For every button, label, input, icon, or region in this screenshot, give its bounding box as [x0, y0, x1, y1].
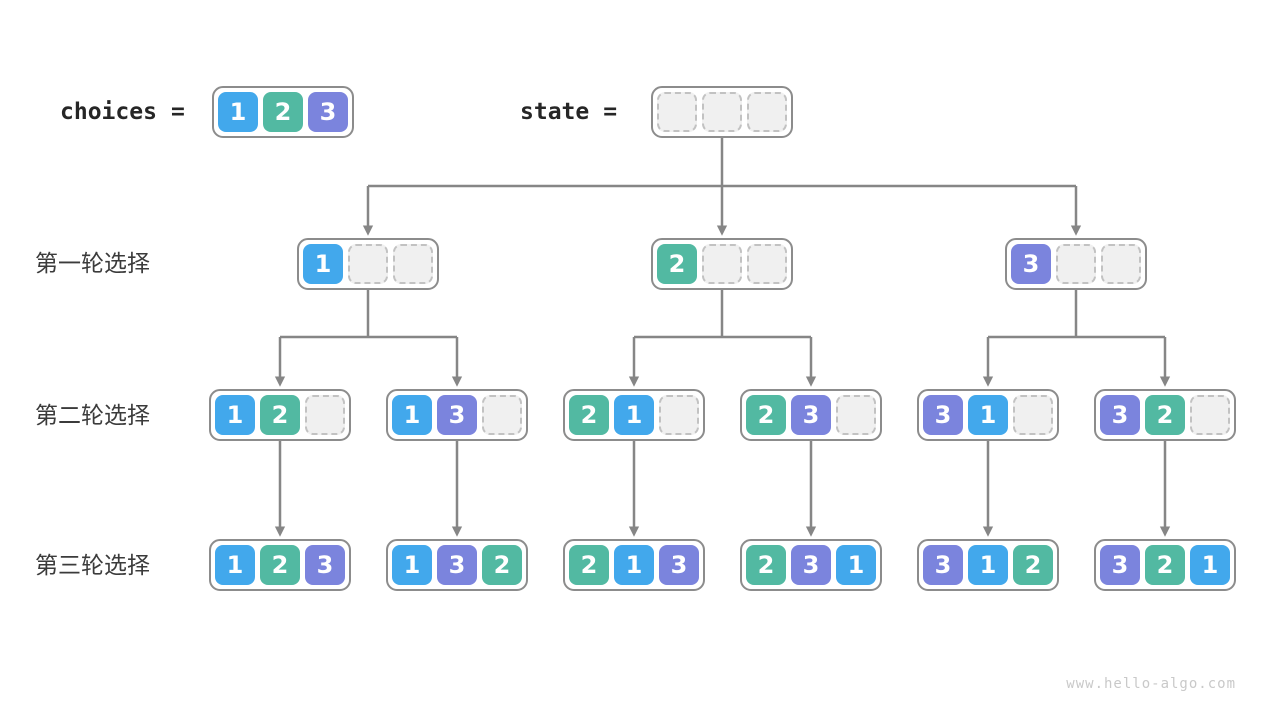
choice-cell-3: 3 — [437, 545, 477, 585]
choice-cell-1: 1 — [614, 395, 654, 435]
watermark: www.hello-algo.com — [1066, 676, 1236, 692]
choice-cell-3: 3 — [791, 545, 831, 585]
choice-cell-2: 2 — [657, 244, 697, 284]
round-1-label: 第一轮选择 — [35, 250, 150, 276]
choice-cell-3: 3 — [1100, 395, 1140, 435]
choice-cell-3: 3 — [305, 545, 345, 585]
empty-slot — [482, 395, 522, 435]
choice-cell-1: 1 — [215, 395, 255, 435]
state-array — [651, 86, 793, 138]
choice-cell-2: 2 — [569, 545, 609, 585]
state-label: state — [520, 99, 590, 125]
empty-slot — [348, 244, 388, 284]
choice-cell-3: 3 — [923, 545, 963, 585]
empty-slot — [657, 92, 697, 132]
choice-cell-1: 1 — [1190, 545, 1230, 585]
choice-cell-2: 2 — [1013, 545, 1053, 585]
choice-cell-3: 3 — [659, 545, 699, 585]
choice-cell-3: 3 — [308, 92, 348, 132]
choice-cell-2: 2 — [746, 395, 786, 435]
choice-cell-2: 2 — [1145, 395, 1185, 435]
choice-cell-2: 2 — [1145, 545, 1185, 585]
choice-cell-1: 1 — [392, 545, 432, 585]
empty-slot — [305, 395, 345, 435]
round-3-label: 第三轮选择 — [35, 552, 150, 578]
state-header: state = — [520, 86, 617, 138]
choice-cell-1: 1 — [392, 395, 432, 435]
empty-slot — [1101, 244, 1141, 284]
choice-cell-1: 1 — [303, 244, 343, 284]
choice-cell-3: 3 — [1100, 545, 1140, 585]
choice-cell-2: 2 — [260, 545, 300, 585]
choices-header: choices = — [60, 86, 185, 138]
empty-slot — [1013, 395, 1053, 435]
choice-cell-2: 2 — [746, 545, 786, 585]
choice-cell-3: 3 — [791, 395, 831, 435]
round1-state-2: 2 — [651, 238, 793, 290]
round1-state-1: 1 — [297, 238, 439, 290]
empty-slot — [1190, 395, 1230, 435]
empty-slot — [702, 244, 742, 284]
choice-cell-3: 3 — [1011, 244, 1051, 284]
choice-cell-3: 3 — [437, 395, 477, 435]
empty-slot — [393, 244, 433, 284]
round-2-label: 第二轮选择 — [35, 402, 150, 428]
empty-slot — [836, 395, 876, 435]
choice-cell-1: 1 — [218, 92, 258, 132]
choice-cell-2: 2 — [569, 395, 609, 435]
choice-cell-1: 1 — [968, 545, 1008, 585]
choice-cell-2: 2 — [482, 545, 522, 585]
choices-label: choices — [60, 99, 157, 125]
choices-equals-sign: = — [170, 99, 185, 125]
choice-cell-2: 2 — [260, 395, 300, 435]
choice-cell-3: 3 — [923, 395, 963, 435]
empty-slot — [1056, 244, 1096, 284]
state-equals-sign: = — [603, 99, 618, 125]
empty-slot — [702, 92, 742, 132]
choice-cell-1: 1 — [968, 395, 1008, 435]
choice-cell-2: 2 — [263, 92, 303, 132]
choice-cell-1: 1 — [215, 545, 255, 585]
choice-cell-1: 1 — [836, 545, 876, 585]
empty-slot — [747, 244, 787, 284]
choice-cell-1: 1 — [614, 545, 654, 585]
round1-state-3: 3 — [1005, 238, 1147, 290]
empty-slot — [747, 92, 787, 132]
empty-slot — [659, 395, 699, 435]
